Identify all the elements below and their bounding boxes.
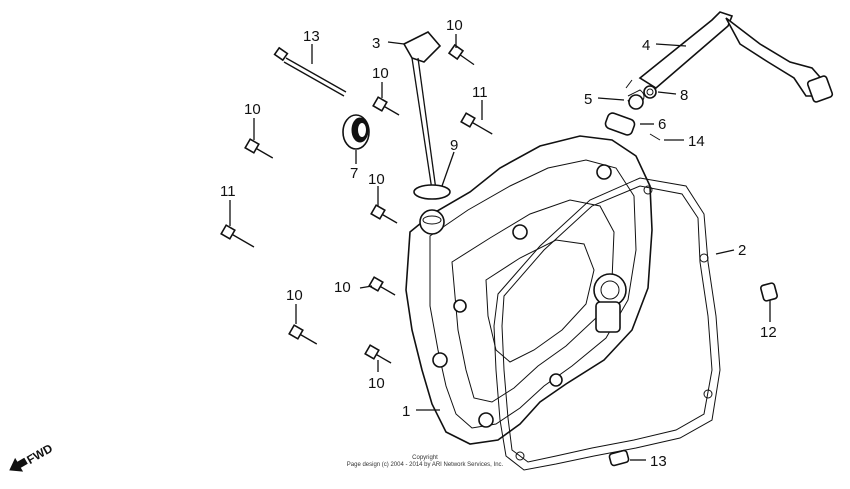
- kick-starter-arm: [638, 11, 834, 103]
- callout-8: 8: [680, 87, 688, 104]
- callout-14: 14: [688, 133, 705, 150]
- callout-10: 10: [286, 287, 303, 304]
- fwd-label: FWD: [24, 441, 55, 467]
- o-ring: [413, 184, 451, 200]
- callout-10: 10: [368, 171, 385, 188]
- oil-dipstick: [402, 31, 442, 191]
- callout-12: 13: [303, 28, 320, 45]
- callout-10: 10: [368, 375, 385, 392]
- callout-labels: 3 10 13 4 10 5 8 11 10 6 14 9 7 10 11 2 …: [220, 17, 777, 470]
- bolt-group: [220, 43, 493, 364]
- callout-10: 10: [446, 17, 463, 34]
- callout-6: 6: [658, 116, 666, 133]
- long-bolt: [273, 46, 347, 97]
- callout-9: 9: [450, 137, 458, 154]
- dowel-pins: [608, 282, 778, 467]
- callout-11: 11: [220, 183, 236, 200]
- callout-10: 10: [244, 101, 261, 118]
- gasket: [493, 177, 721, 471]
- callout-4: 4: [642, 37, 650, 54]
- crankcase-cover: [405, 135, 653, 445]
- callout-7: 7: [350, 165, 358, 182]
- callout-10: 10: [372, 65, 389, 82]
- callout-2: 2: [738, 242, 746, 259]
- fwd-indicator: FWD: [9, 441, 55, 472]
- callout-1: 1: [402, 403, 410, 420]
- copyright-line-2: Page design (c) 2004 - 2014 by ARI Netwo…: [347, 462, 504, 468]
- callout-13: 13: [650, 453, 667, 470]
- callout-10: 10: [334, 279, 351, 296]
- kick-spring-parts: [604, 79, 661, 141]
- callout-13: 12: [760, 324, 777, 341]
- leader-lines: [229, 34, 771, 461]
- callout-11: 11: [472, 84, 488, 101]
- oil-seal: [342, 114, 370, 150]
- callout-5: 5: [584, 91, 592, 108]
- copyright-line-1: Copyright: [412, 455, 438, 461]
- fwd-arrow-icon: [9, 457, 28, 472]
- callout-3: 3: [372, 35, 380, 52]
